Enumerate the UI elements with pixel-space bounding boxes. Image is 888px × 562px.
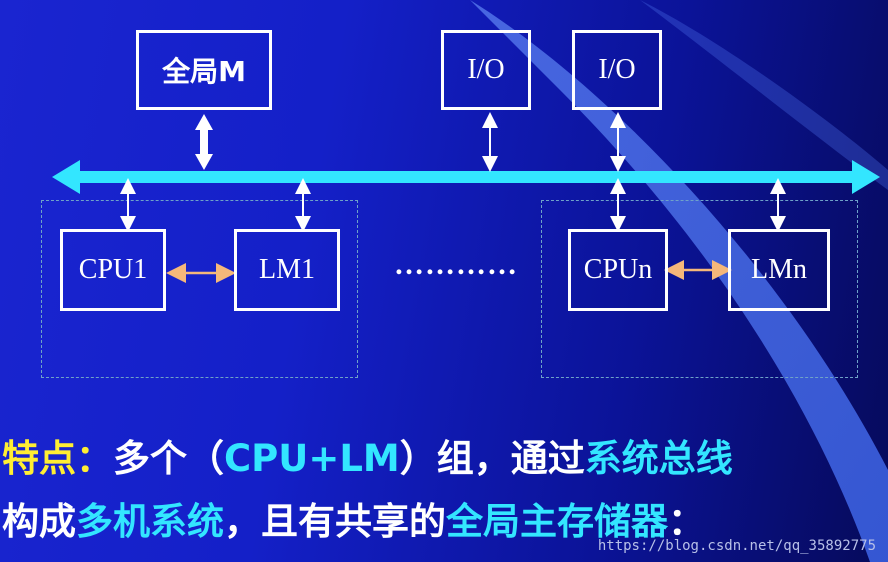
cpu-1-box: CPU1 [60, 229, 166, 311]
lm-n-box: LMn [728, 229, 830, 311]
caption-line-2: 构成多机系统，且有共享的全局主存储器： [2, 503, 705, 540]
cpu-n-box: CPUn [568, 229, 668, 311]
watermark: https://blog.csdn.net/qq_35892775 [597, 538, 876, 554]
caption-text: ： [668, 500, 705, 543]
caption-highlight: CPU+LM [224, 437, 400, 480]
caption-text: 构成 [2, 500, 76, 543]
processor-group-1 [41, 200, 358, 378]
caption-highlight: 多机系统 [76, 500, 224, 543]
io-box-2: I/O [572, 30, 662, 110]
global-memory-bus-arrow [195, 114, 213, 170]
caption-highlight: 系统总线 [584, 437, 733, 480]
caption-text: ）组，通过 [399, 437, 585, 480]
ellipsis-dots: ………… [394, 248, 518, 281]
caption-text: 多个（ [113, 437, 224, 480]
caption-label: 特点： [2, 437, 113, 480]
caption-line-1: 特点：多个（CPU+LM）组，通过系统总线 [2, 440, 733, 477]
global-memory-box: 全局M [136, 30, 272, 110]
caption-text: ，且有共享的 [224, 500, 446, 543]
lm-1-box: LM1 [234, 229, 340, 311]
system-bus [52, 160, 880, 194]
io-box-1: I/O [441, 30, 531, 110]
processor-group-n [541, 200, 858, 378]
caption-highlight: 全局主存储器 [446, 500, 668, 543]
